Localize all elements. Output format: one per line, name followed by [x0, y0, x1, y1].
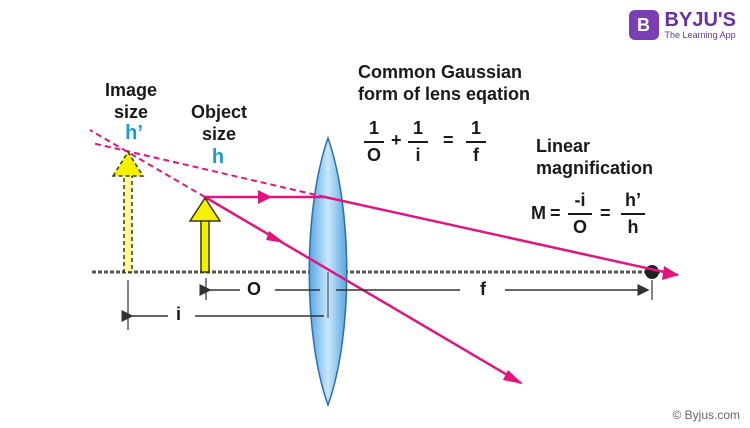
- convex-lens: [308, 135, 348, 408]
- brand-tagline: The Learning App: [664, 30, 736, 40]
- central-ray-arrowhead: [266, 231, 285, 243]
- term3-denominator: f: [473, 145, 479, 165]
- magnification-equals-1: =: [550, 203, 561, 223]
- frac2-numerator: h’: [625, 190, 641, 210]
- object-arrow: [188, 196, 222, 273]
- dimension-i: [121, 280, 324, 330]
- brand-name: BYJU'S: [664, 9, 736, 31]
- term2-denominator: i: [415, 145, 421, 165]
- focal-arrowhead: [662, 266, 679, 280]
- plus-sign: +: [391, 130, 402, 150]
- gaussian-title-line1: Common Gaussian: [358, 62, 523, 82]
- copyright-text: © Byjus.com: [672, 408, 740, 422]
- gaussian-title: Common Gaussian form of lens eqation: [358, 61, 530, 105]
- frac1-numerator: -i: [574, 190, 586, 210]
- gaussian-term-1-over-o: 1 O: [364, 118, 384, 166]
- image-size-label: Image size: [100, 79, 162, 123]
- object-size-line1: Object: [190, 102, 247, 122]
- brand-logo: B BYJU'S The Learning App: [628, 9, 736, 40]
- dist-i-label: i: [176, 304, 182, 324]
- gaussian-term-1-over-f: 1 f: [466, 118, 486, 166]
- dist-f-label: f: [480, 279, 486, 299]
- term1-numerator: 1: [368, 118, 379, 138]
- gaussian-term-1-over-i: 1 i: [408, 118, 428, 166]
- magnification-equals-2: =: [600, 203, 611, 223]
- object-size-line2: size: [201, 124, 237, 144]
- magnification-title-line1: Linear: [536, 136, 591, 156]
- term2-numerator: 1: [412, 118, 423, 138]
- image-size-line1: Image: [104, 80, 158, 100]
- magnification-symbol: M: [531, 203, 546, 223]
- magnification-frac-h: h’ h: [621, 190, 645, 238]
- frac1-denominator: O: [572, 217, 587, 237]
- virtual-ray-1: [89, 129, 206, 198]
- magnification-frac-i-over-o: -i O: [568, 190, 592, 238]
- dimension-f: [336, 280, 653, 300]
- term3-numerator: 1: [470, 118, 481, 138]
- dist-o-label: O: [247, 279, 262, 299]
- magnification-title: Linear magnification: [536, 135, 653, 179]
- brand-icon: B: [628, 10, 659, 40]
- object-height-var: h: [211, 146, 225, 168]
- gaussian-title-line2: form of lens eqation: [358, 84, 531, 104]
- magnification-title-line2: magnification: [536, 158, 654, 178]
- object-size-label: Object size: [183, 101, 255, 145]
- central-ray-end-arrowhead: [503, 370, 523, 384]
- dimension-o: [199, 278, 320, 300]
- term1-denominator: O: [366, 145, 381, 165]
- equals-sign: =: [443, 130, 454, 150]
- image-arrow: [111, 150, 145, 273]
- image-height-var: h’: [125, 122, 143, 144]
- image-size-line2: size: [113, 102, 149, 122]
- frac2-denominator: h: [627, 217, 639, 237]
- parallel-ray-arrowhead: [258, 190, 272, 204]
